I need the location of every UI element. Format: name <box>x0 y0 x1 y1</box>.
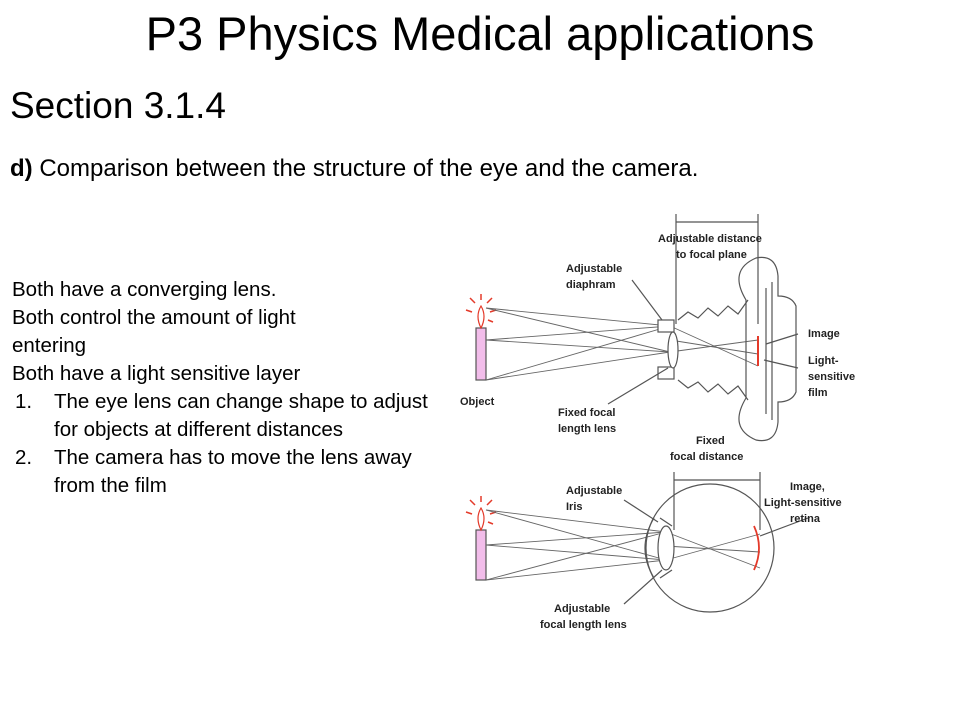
label-to-focal-plane: to focal plane <box>676 249 747 261</box>
list-item: 2. The camera has to move the lens away f… <box>12 444 452 500</box>
label-retina: retina <box>790 513 821 525</box>
label-image: Image <box>808 328 840 340</box>
camera-light-rays <box>485 307 759 381</box>
candle-object-icon <box>465 294 497 381</box>
label-adjustable-distance: Adjustable distance <box>658 233 762 245</box>
label-focal-distance: focal distance <box>670 451 743 463</box>
camera-back <box>738 256 797 442</box>
label-fixed: Fixed <box>696 435 725 447</box>
slide-title: P3 Physics Medical applications <box>145 7 815 60</box>
comparison-text: Both have a converging lens. Both contro… <box>12 276 452 500</box>
label-diaphram: diaphram <box>566 279 616 291</box>
iris-bottom <box>659 569 673 579</box>
description-prefix: d) <box>10 155 33 182</box>
label-sensitive: sensitive <box>808 371 855 383</box>
label-length-lens: length lens <box>558 423 616 435</box>
cornea <box>644 517 655 579</box>
eye-labels: Fixed focal distance Adjustable Iris Ima… <box>540 435 842 631</box>
list-number: 1. <box>15 390 33 413</box>
eye-diagram <box>465 472 809 613</box>
iris-top <box>659 517 673 527</box>
eye-light-rays <box>485 509 761 581</box>
label-light-sensitive: Light-sensitive <box>764 497 842 509</box>
eye-lens <box>657 525 675 571</box>
comparison-list: 1. The eye lens can change shape to adjus… <box>12 388 452 500</box>
list-item-text: The camera has to move the lens away fro… <box>54 446 412 497</box>
retina <box>753 525 760 571</box>
label-object: Object <box>460 396 495 408</box>
text-line: Both control the amount of light <box>12 306 296 329</box>
label-adjustable: Adjustable <box>566 263 622 275</box>
camera-bellows <box>677 299 749 401</box>
label-iris: Iris <box>566 501 583 513</box>
eye-camera-diagram: Adjustable distance to focal plane Adjus… <box>460 214 855 631</box>
camera-diagram <box>465 214 799 442</box>
description-text: Comparison between the structure of the … <box>32 155 699 182</box>
eyeball <box>645 483 775 613</box>
diaphragm-bottom <box>657 366 675 380</box>
label-eye-adjustable: Adjustable <box>566 485 622 497</box>
label-light: Light- <box>808 355 839 367</box>
list-number: 2. <box>15 446 33 469</box>
text-line: entering <box>12 334 87 357</box>
label-eye-image: Image, <box>790 481 825 493</box>
section-heading: Section 3.1.4 <box>10 85 226 126</box>
text-line: Both have a converging lens. <box>12 278 277 301</box>
label-eye-adjustable-2: Adjustable <box>554 603 610 615</box>
label-fixed-focal: Fixed focal <box>558 407 615 419</box>
list-item-text: The eye lens can change shape to adjust … <box>54 390 428 441</box>
camera-lens <box>667 331 679 369</box>
camera-labels: Adjustable distance to focal plane Adjus… <box>460 233 855 435</box>
label-focal-length-lens: focal length lens <box>540 619 627 631</box>
text-line: Both have a light sensitive layer <box>12 362 301 385</box>
slide-description: d) Comparison between the structure of t… <box>10 150 755 187</box>
diaphragm-top <box>657 319 675 333</box>
candle-object-icon <box>465 496 497 581</box>
label-film: film <box>808 387 828 399</box>
list-item: 1. The eye lens can change shape to adjus… <box>12 388 452 444</box>
